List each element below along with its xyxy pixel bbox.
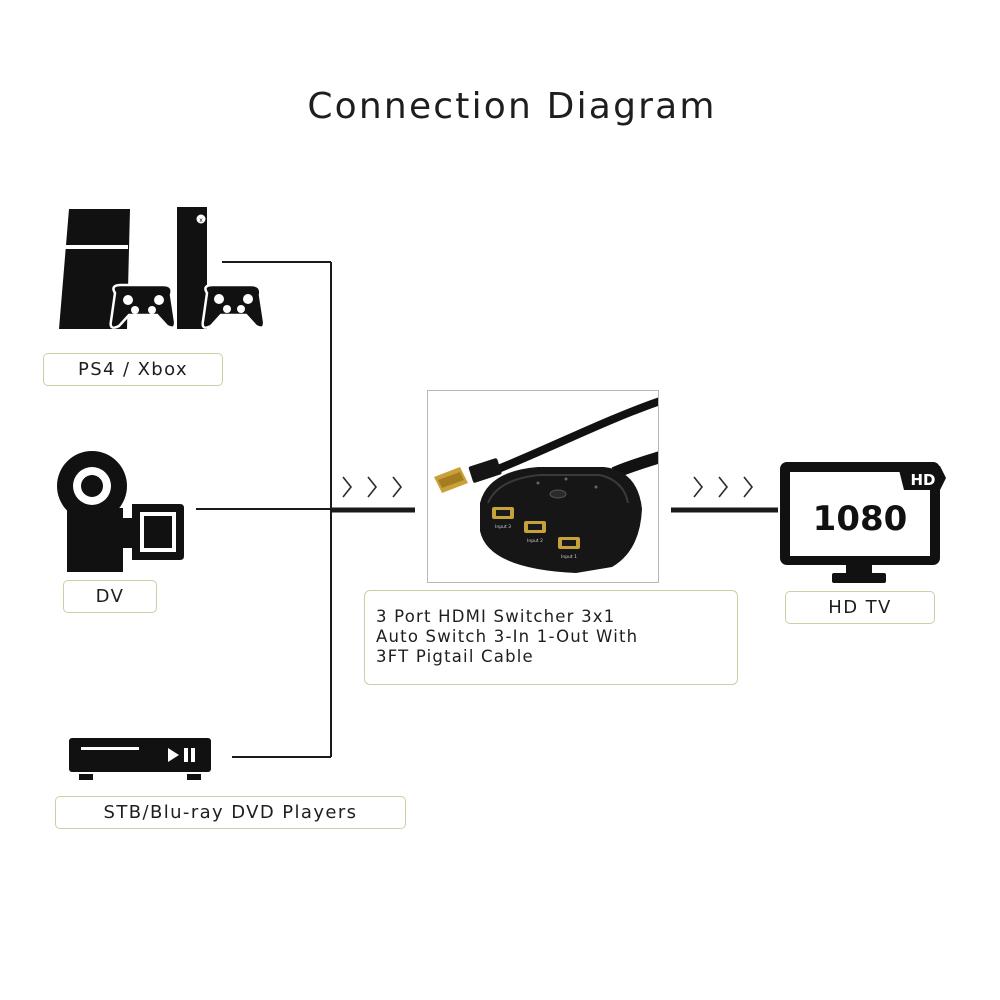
game-console-icon: x — [59, 207, 266, 329]
camcorder-icon — [57, 451, 184, 572]
tv-label: HD TV — [785, 591, 935, 624]
tv-screen-text: 1080 — [813, 499, 908, 539]
svg-text:x: x — [199, 217, 203, 224]
port-label-input-1: Input 1 — [561, 554, 577, 560]
tv-badge-text: HD — [910, 471, 935, 489]
port-label-input-2: Input 2 — [527, 538, 543, 544]
source-label-ps4-xbox: PS4 / Xbox — [43, 353, 223, 386]
description-line-2: Auto Switch 3-In 1-Out With — [376, 627, 639, 646]
port-label-input-3: Input 3 — [495, 524, 511, 530]
output-arrows — [693, 476, 754, 498]
tv-icon: HD 1080 — [780, 462, 946, 583]
product-image-frame: Input 3 Input 2 Input 1 — [427, 390, 662, 583]
diagram-title: Connection Diagram — [307, 86, 717, 127]
description-line-1: 3 Port HDMI Switcher 3x1 — [376, 607, 616, 626]
source-label-dv: DV — [63, 580, 157, 613]
input-arrows — [342, 476, 403, 498]
hdmi-switcher-icon: Input 3 Input 2 Input 1 — [434, 397, 662, 573]
description-line-3: 3FT Pigtail Cable — [376, 647, 534, 666]
product-description: 3 Port HDMI Switcher 3x1 Auto Switch 3-I… — [364, 590, 738, 685]
source-label-stb-bluray: STB/Blu-ray DVD Players — [55, 796, 406, 829]
dvd-player-icon — [69, 738, 211, 780]
